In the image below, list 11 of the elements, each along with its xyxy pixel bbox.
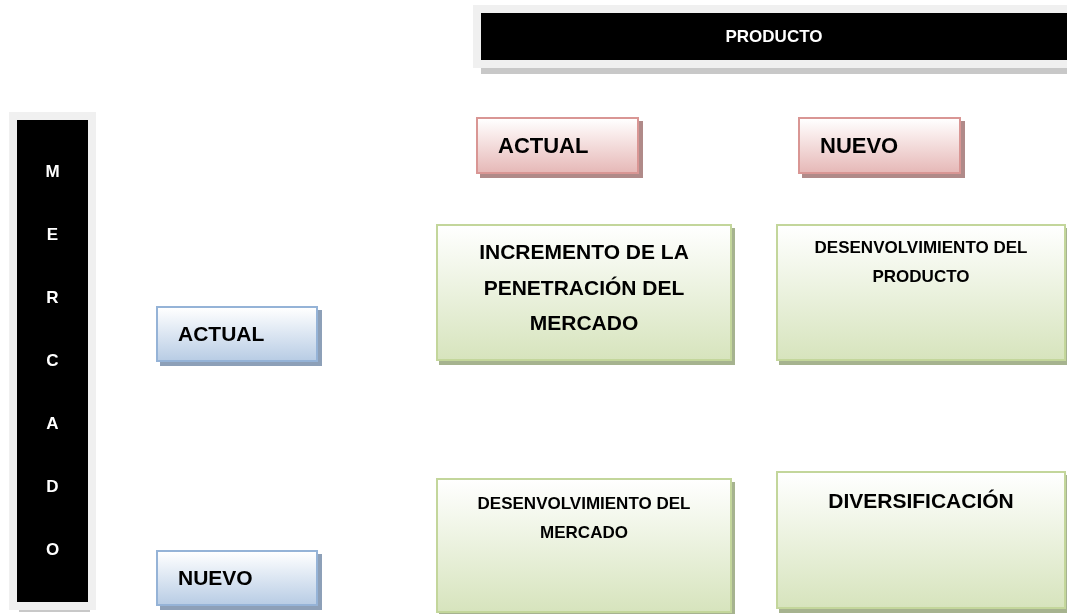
box-label: DESENVOLVIMIENTO DEL PRODUCTO: [813, 237, 1029, 288]
box-label: INCREMENTO DE LA PENETRACIÓN DEL MERCADO: [478, 239, 690, 337]
strategy-box: [436, 478, 732, 613]
box-label: DIVERSIFICACIÓN: [828, 488, 1014, 514]
box-label: ACTUAL: [178, 321, 265, 348]
box-label: NUEVO: [820, 132, 899, 160]
box-label: NUEVO: [178, 565, 253, 592]
box-label: MERCADO: [44, 161, 61, 561]
box-label: DESENVOLVIMIENTO DEL MERCADO: [476, 493, 692, 544]
box-label: ACTUAL: [498, 132, 589, 160]
box-label: PRODUCTO: [725, 25, 823, 48]
